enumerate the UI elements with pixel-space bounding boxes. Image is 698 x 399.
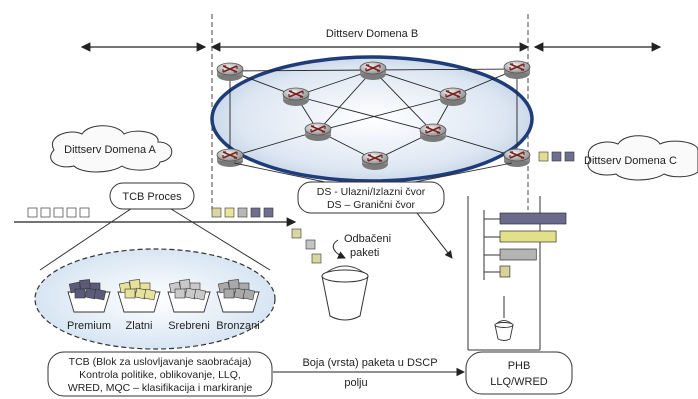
core-router bbox=[359, 61, 387, 81]
classified-packets bbox=[211, 207, 274, 218]
queue-bucket bbox=[494, 320, 514, 341]
class-label: Premium bbox=[67, 320, 111, 332]
class-basket: Premium bbox=[67, 279, 111, 332]
queue-bar bbox=[499, 265, 511, 278]
dscp-label-line2: polju bbox=[344, 377, 367, 389]
node-callout: DS - Ulazni/Izlazni čvor DS – Granični č… bbox=[233, 162, 513, 259]
core-links bbox=[229, 68, 518, 161]
drop-arrow bbox=[332, 239, 346, 259]
dropped-label-line2: paketi bbox=[350, 247, 379, 259]
dropped-packets bbox=[291, 228, 322, 264]
domain-c-cloud: Dittserv Domena C bbox=[584, 135, 698, 181]
dropped-label-line1: Odbačeni bbox=[344, 233, 391, 245]
domain-c-label: Dittserv Domena C bbox=[584, 155, 677, 167]
class-basket: Bronzani bbox=[216, 279, 260, 332]
edge-router-top-right bbox=[503, 60, 531, 80]
core-router bbox=[439, 87, 467, 107]
queue-bar bbox=[499, 248, 537, 261]
class-label: Zlatni bbox=[126, 320, 153, 332]
packets-domain-c bbox=[538, 151, 575, 162]
drop-bucket bbox=[321, 265, 369, 321]
incoming-packets bbox=[27, 207, 90, 218]
phb-label-line2: LLQ/WRED bbox=[490, 376, 548, 388]
node-callout-line2: DS – Granični čvor bbox=[327, 199, 416, 211]
tcb-description-line1: TCB (Blok za uslovljavanje saobraćaja) bbox=[69, 356, 252, 368]
core-router bbox=[419, 123, 447, 143]
dscp-label-line1: Boja (vrsta) paketa u DSCP bbox=[302, 357, 437, 369]
node-callout-line1: DS - Ulazni/Izlazni čvor bbox=[317, 186, 426, 198]
queue-bars bbox=[499, 212, 567, 278]
phb-box: PHB LLQ/WRED bbox=[465, 351, 573, 395]
queue-bar bbox=[499, 230, 557, 243]
class-basket: Zlatni bbox=[117, 279, 161, 332]
core-router bbox=[282, 87, 310, 107]
tcb-description-line3: WRED, MQC – klasifikacija i markiranje bbox=[68, 382, 253, 394]
tcb-process-label: TCB Proces bbox=[122, 191, 182, 203]
phb-label-line1: PHB bbox=[508, 360, 531, 372]
edge-router-bottom-right bbox=[503, 148, 531, 168]
edge-router-top-left bbox=[216, 62, 244, 82]
tcb-process-box: TCB Proces bbox=[109, 182, 195, 210]
class-label: Bronzani bbox=[216, 320, 259, 332]
domain-b-label: Dittserv Domena B bbox=[326, 28, 418, 40]
class-label: Srebreni bbox=[168, 320, 210, 332]
domain-a-cloud: Dittserv Domena A bbox=[50, 125, 173, 173]
class-baskets: Premium Zlatni Srebreni Bronzani bbox=[67, 279, 260, 332]
core-router bbox=[304, 122, 332, 142]
domain-a-label: Dittserv Domena A bbox=[64, 144, 156, 156]
queue-bar bbox=[499, 212, 567, 225]
core-router bbox=[361, 151, 389, 171]
tcb-description-line2: Kontrola politike, oblikovanje, LLQ, bbox=[79, 369, 241, 381]
class-basket: Srebreni bbox=[167, 279, 211, 332]
tcb-description-box: TCB (Blok za uslovljavanje saobraćaja) K… bbox=[47, 351, 273, 397]
